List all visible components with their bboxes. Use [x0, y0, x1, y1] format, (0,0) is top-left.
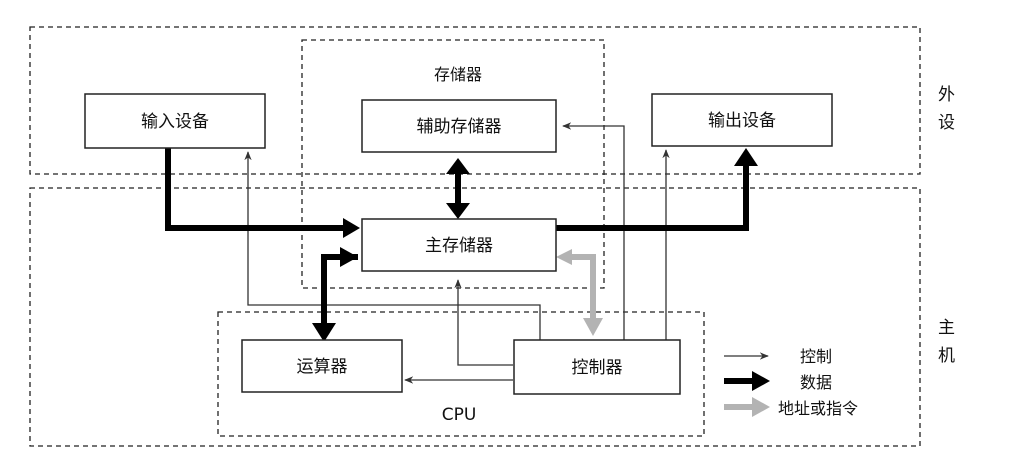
controller-box: [513, 339, 681, 395]
cpu-group-label: CPU: [442, 405, 477, 425]
peripheral-label-2: 设: [938, 113, 955, 133]
address-lines: [565, 254, 596, 320]
output-device-box: [651, 93, 833, 147]
main-memory-box: [361, 218, 557, 272]
legend-address-label: 地址或指令: [778, 399, 858, 418]
peripheral-label-1: 外: [938, 85, 955, 105]
address-arrowhead-down: [583, 318, 603, 336]
controller-label: 控制器: [572, 358, 623, 378]
legend: 控制 数据 地址或指令: [724, 347, 858, 418]
alu-label: 运算器: [297, 357, 348, 377]
address-arrowhead-left: [556, 249, 572, 265]
input-device-box: [84, 93, 266, 149]
auxiliary-storage-label: 辅助存储器: [417, 117, 502, 137]
host-label-2: 机: [938, 346, 955, 366]
input-device-label: 输入设备: [141, 112, 209, 132]
legend-address-arrowhead: [752, 397, 770, 417]
host-region: [29, 187, 921, 447]
host-label-1: 主: [938, 318, 955, 338]
main-memory-label: 主存储器: [425, 236, 493, 256]
legend-data-arrowhead: [752, 371, 770, 391]
legend-control-label: 控制: [800, 347, 832, 366]
storage-group-label: 存储器: [434, 65, 482, 84]
peripheral-region: [29, 26, 921, 175]
data-arrowheads: [312, 148, 758, 342]
auxiliary-storage-box: [361, 99, 557, 153]
alu-box: [241, 339, 403, 393]
legend-data-label: 数据: [800, 373, 832, 392]
output-device-label: 输出设备: [708, 111, 776, 131]
cpu-group-region: [217, 311, 705, 437]
storage-group-region: [301, 39, 605, 289]
